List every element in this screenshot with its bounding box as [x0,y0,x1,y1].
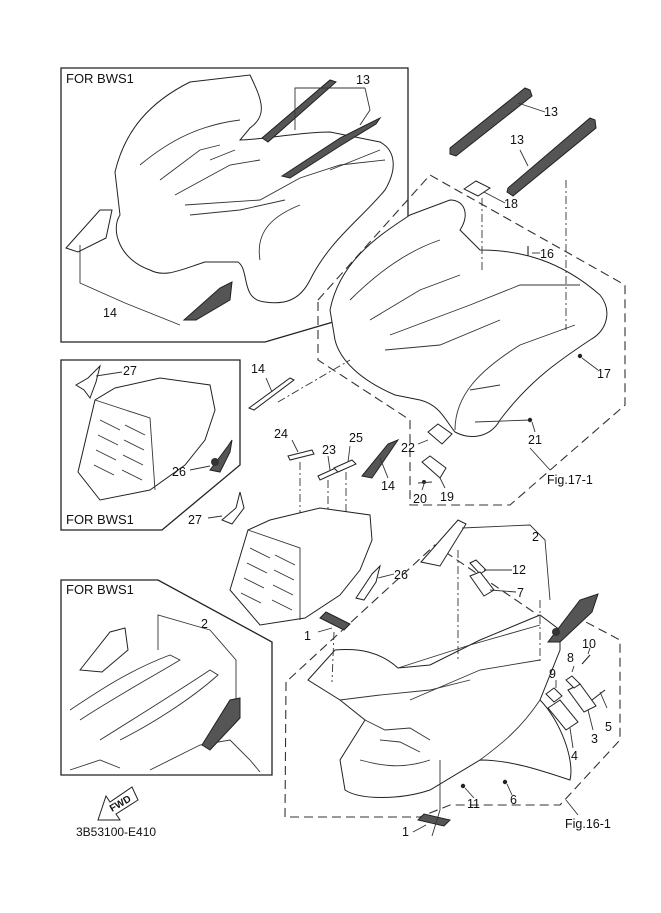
fwd-arrow-icon [97,786,139,821]
bolt-6 [502,779,508,785]
decal-13-bws1-a [261,79,337,143]
callout-23: 23 [322,443,336,457]
callout-16: 16 [540,247,554,261]
callout-1-lower: 1 [402,825,409,839]
label-18 [463,180,491,197]
bolt-17 [577,353,583,359]
label-7 [469,571,495,597]
sticker-27-bws1 [75,364,101,400]
rear-fender-group: 17 21 22 19 20 Fig.17-1 [277,174,626,506]
inset-top-title: FOR BWS1 [66,71,134,86]
callout-26-bws1: 26 [172,465,186,479]
decal-2-bws1 [201,697,241,751]
callout-1-upper: 1 [304,629,311,643]
callout-13-right: 13 [510,133,524,147]
gasket-4 [547,699,579,731]
fig-16-1-ref[interactable]: Fig.16-1 [565,817,611,831]
rear-fender [329,199,608,437]
screw-10 [581,654,591,665]
decal-2-upper [420,519,467,567]
callout-8: 8 [567,651,574,665]
callout-7: 7 [517,586,524,600]
callout-14-mid2: 14 [381,479,395,493]
label-12 [469,559,487,575]
emblem-26-bws1-dot [211,458,219,466]
callout-9: 9 [549,667,556,681]
sticker-14-bws1 [65,209,113,253]
inset-middle-frame [60,359,241,531]
callout-14: 14 [103,306,117,320]
side-cover [229,507,373,626]
drawing-code: 3B53100-E410 [76,825,156,839]
callout-24: 24 [274,427,288,441]
fig-17-1-ref[interactable]: Fig.17-1 [547,473,593,487]
callout-13: 13 [356,73,370,87]
callout-5: 5 [605,720,612,734]
sticker-14 [247,377,295,411]
sticker-27 [221,491,245,525]
decal-13-right [506,117,597,197]
callout-25: 25 [349,431,363,445]
inset-bottom: FOR BWS1 2 [60,579,273,776]
rear-fender-bws1 [114,74,394,304]
cover-9 [545,687,563,703]
decal-2-lower [546,593,599,643]
label-19 [421,455,447,479]
emblem-1-upper [319,611,351,631]
label-22 [427,423,453,445]
callout-6: 6 [510,793,517,807]
callout-3: 3 [591,732,598,746]
side-cover-bws1 [77,377,216,501]
callout-19: 19 [440,490,454,504]
bolt-11 [460,783,466,789]
inset-top: FOR BWS1 13 14 [60,67,409,343]
inset-middle-title: FOR BWS1 [66,512,134,527]
label-8 [565,675,581,689]
callout-12: 12 [512,563,526,577]
callout-21: 21 [528,433,542,447]
front-fender [307,614,572,798]
callout-14-mid: 14 [251,362,265,376]
bolt-20 [422,480,426,484]
callout-17: 17 [597,367,611,381]
callout-2-bws1: 2 [201,617,208,631]
inset-middle: FOR BWS1 27 26 [60,359,241,531]
callout-26: 26 [394,568,408,582]
callout-10: 10 [582,637,596,651]
callout-4: 4 [571,749,578,763]
fwd-indicator: FWD [97,786,139,821]
decal-13-left [449,87,533,157]
callout-13-left: 13 [544,105,558,119]
decal-2-emblem [552,628,560,636]
callout-27-bws1: 27 [123,364,137,378]
plate-3 [567,683,597,713]
fig17-boundary [317,174,626,506]
emblem-1-lower [417,813,451,827]
fig16-boundary [284,544,621,818]
bolt-21 [527,417,533,423]
emblem-26 [355,564,381,601]
callout-22: 22 [401,441,415,455]
screw-5 [591,689,606,701]
middle-parts: 14 24 23 25 14 27 26 [188,362,408,626]
callout-2: 2 [532,530,539,544]
callout-18: 18 [504,197,518,211]
callout-27: 27 [188,513,202,527]
inset-bottom-title: FOR BWS1 [66,582,134,597]
decal-14-bws1 [182,281,233,321]
emblem-26-bws1 [209,439,233,473]
sticker-24 [287,449,315,461]
inset-bottom-frame [60,579,273,776]
front-fender-group: 2 12 7 10 8 9 5 3 4 11 6 Fig.16 [284,519,621,839]
front-guard-bws1 [79,627,129,673]
callout-11: 11 [467,797,480,811]
callout-20: 20 [413,492,427,506]
sticker-25 [333,459,357,473]
decal-13-bws1-b [280,116,382,179]
